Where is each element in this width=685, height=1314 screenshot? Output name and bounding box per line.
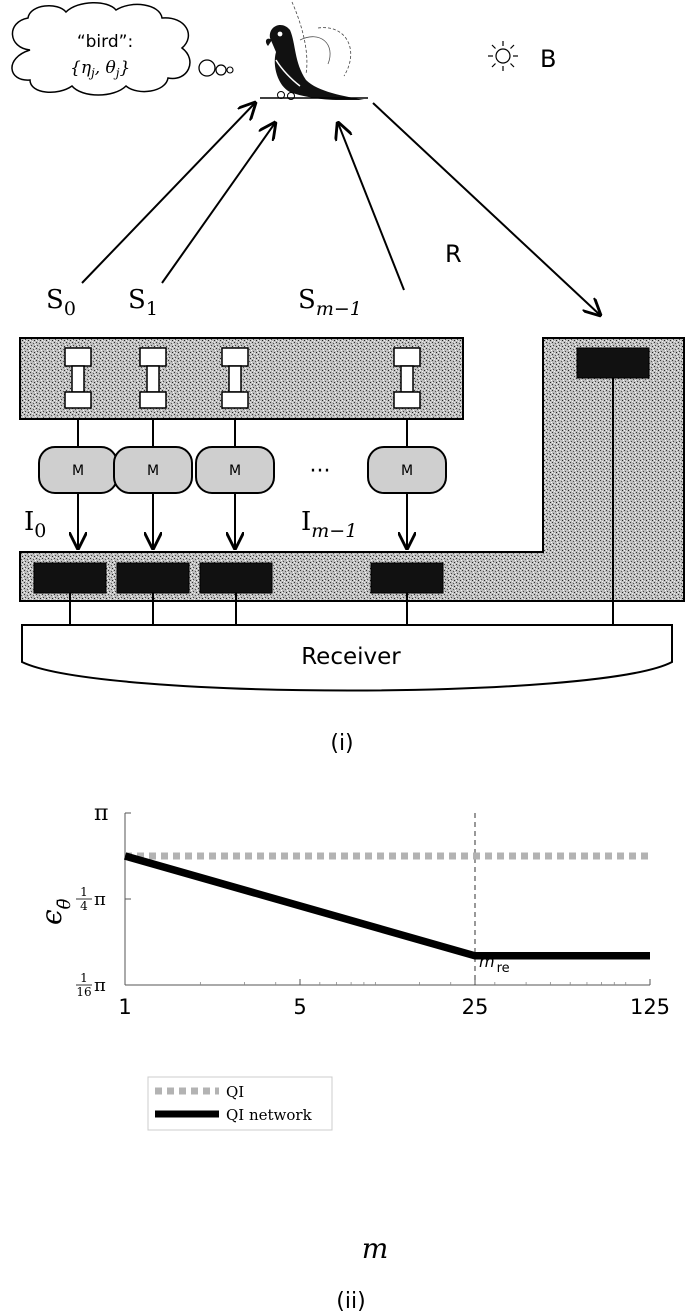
x-tick-label-1: 5 <box>293 995 306 1019</box>
idler-label-0: I0 <box>24 507 46 542</box>
photon-sources <box>64 347 421 447</box>
memory-label: M <box>401 463 413 479</box>
legend-label-qi: QI <box>226 1083 244 1101</box>
svg-text:1: 1 <box>80 971 88 985</box>
svg-text:16: 16 <box>76 985 91 999</box>
svg-text:π: π <box>94 801 108 826</box>
svg-text:ϵθ̄: ϵθ̄ <box>35 898 75 925</box>
source-label-1: S1 <box>128 285 158 320</box>
svg-text:4: 4 <box>80 899 88 913</box>
idler-detector-0 <box>33 562 107 625</box>
photon-source-0 <box>64 347 92 447</box>
x-tick-label-3: 125 <box>630 995 670 1019</box>
memory-1: M <box>113 446 193 548</box>
bird-icon <box>260 1 368 100</box>
series-line-qi-network <box>123 852 650 960</box>
idler-detector-1 <box>116 562 190 625</box>
thought-label-params: {ηj, θj} <box>70 58 130 80</box>
y-axis-label: ϵθ̄ <box>35 898 75 925</box>
x-tick-label-2: 25 <box>462 995 489 1019</box>
legend-label-qi-network: QI network <box>226 1106 313 1124</box>
caption-i: (i) <box>330 731 353 756</box>
photon-source-3 <box>393 347 421 447</box>
y-tick-label-0: π <box>94 801 108 826</box>
receiver-box <box>21 624 673 692</box>
source-label-0: S0 <box>46 285 76 320</box>
memory-label: M <box>72 463 84 479</box>
sun-icon <box>488 41 518 71</box>
svg-text:1: 1 <box>80 885 88 899</box>
idler-detector-3 <box>370 562 444 625</box>
thought-label-bird: “bird”: <box>77 32 133 52</box>
memory-label: M <box>147 463 159 479</box>
legend: QI QI network <box>147 1076 333 1131</box>
svg-text:π: π <box>94 889 106 910</box>
sun-label: B <box>540 45 556 73</box>
memory-label: M <box>229 463 241 479</box>
reflected-label: R <box>445 240 462 268</box>
signal-arrows <box>81 103 600 315</box>
source-label-m-minus-1: Sm−1 <box>298 285 362 320</box>
thought-cloud <box>11 2 234 96</box>
x-tick-label-0: 1 <box>118 995 131 1019</box>
svg-text:π: π <box>94 975 106 996</box>
idler-label-m-minus-1: Im−1 <box>301 507 357 542</box>
memory-2: M <box>195 446 275 548</box>
memory-3: M <box>367 446 447 548</box>
photon-source-2 <box>221 347 249 447</box>
reflection-detector <box>576 347 650 379</box>
ellipsis: ··· <box>310 459 331 484</box>
x-axis-label: m <box>362 1232 389 1265</box>
memory-0: M <box>38 446 118 548</box>
caption-ii: (ii) <box>336 1289 365 1314</box>
photon-source-1 <box>139 347 167 447</box>
idler-detector-2 <box>199 562 273 625</box>
idler-detectors <box>33 562 444 625</box>
receiver-label: Receiver <box>301 644 401 670</box>
